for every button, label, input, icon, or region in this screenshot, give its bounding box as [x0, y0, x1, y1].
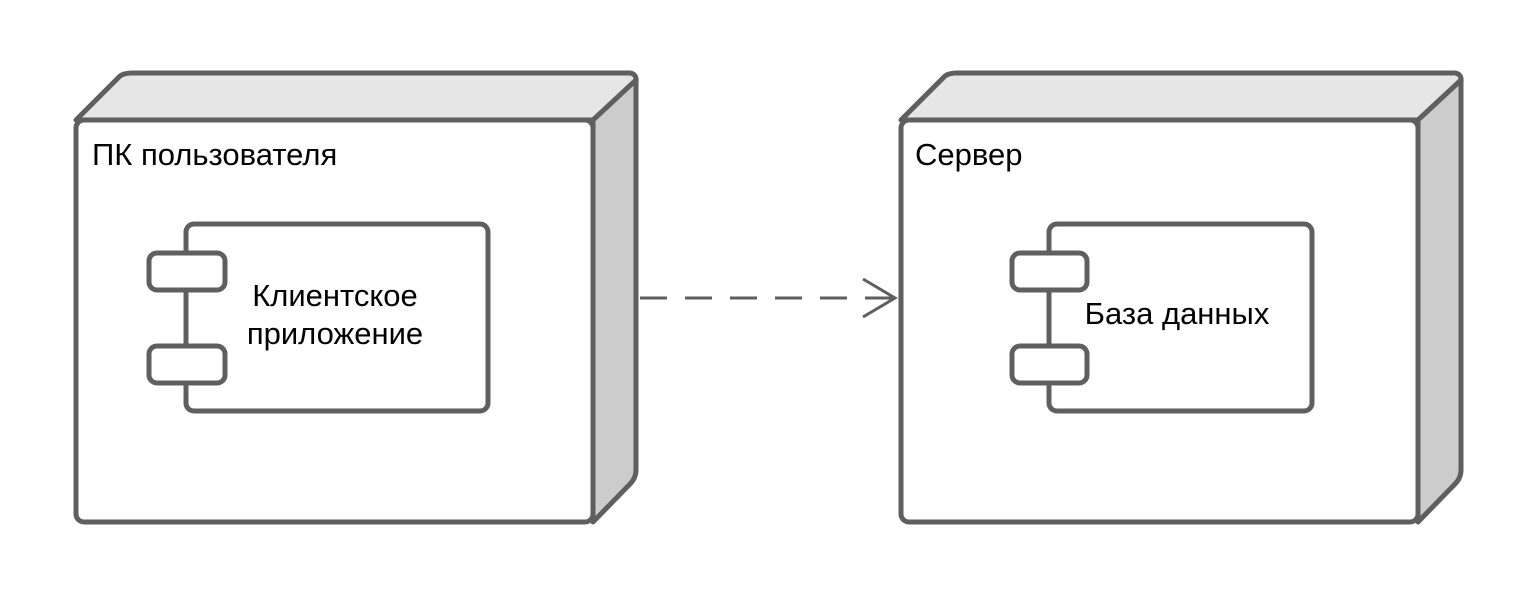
node-side-face — [590, 77, 639, 525]
node-side-face — [1415, 77, 1464, 525]
component-port-icon — [146, 343, 228, 386]
node-top-face — [73, 70, 639, 123]
component-label-line: Клиентское — [252, 278, 418, 313]
node-label: ПК пользователя — [92, 137, 337, 172]
component-database[interactable]: База данных — [1009, 221, 1315, 414]
dependency-arrow[interactable] — [640, 277, 898, 319]
node-user-pc[interactable]: ПК пользователя Клиентское приложение — [73, 70, 639, 525]
component-port-icon — [1009, 250, 1090, 293]
component-label-line: База данных — [1085, 296, 1270, 331]
component-body — [183, 221, 491, 414]
node-top-face — [898, 70, 1464, 123]
component-label-line: приложение — [247, 316, 423, 351]
node-server[interactable]: Сервер База данных — [898, 70, 1464, 525]
component-body — [1046, 221, 1315, 414]
component-client-app[interactable]: Клиентское приложение — [146, 221, 491, 414]
component-port-icon — [1009, 343, 1090, 386]
open-arrowhead-icon — [862, 277, 898, 319]
component-port-icon — [146, 250, 228, 293]
node-label: Сервер — [915, 137, 1022, 172]
